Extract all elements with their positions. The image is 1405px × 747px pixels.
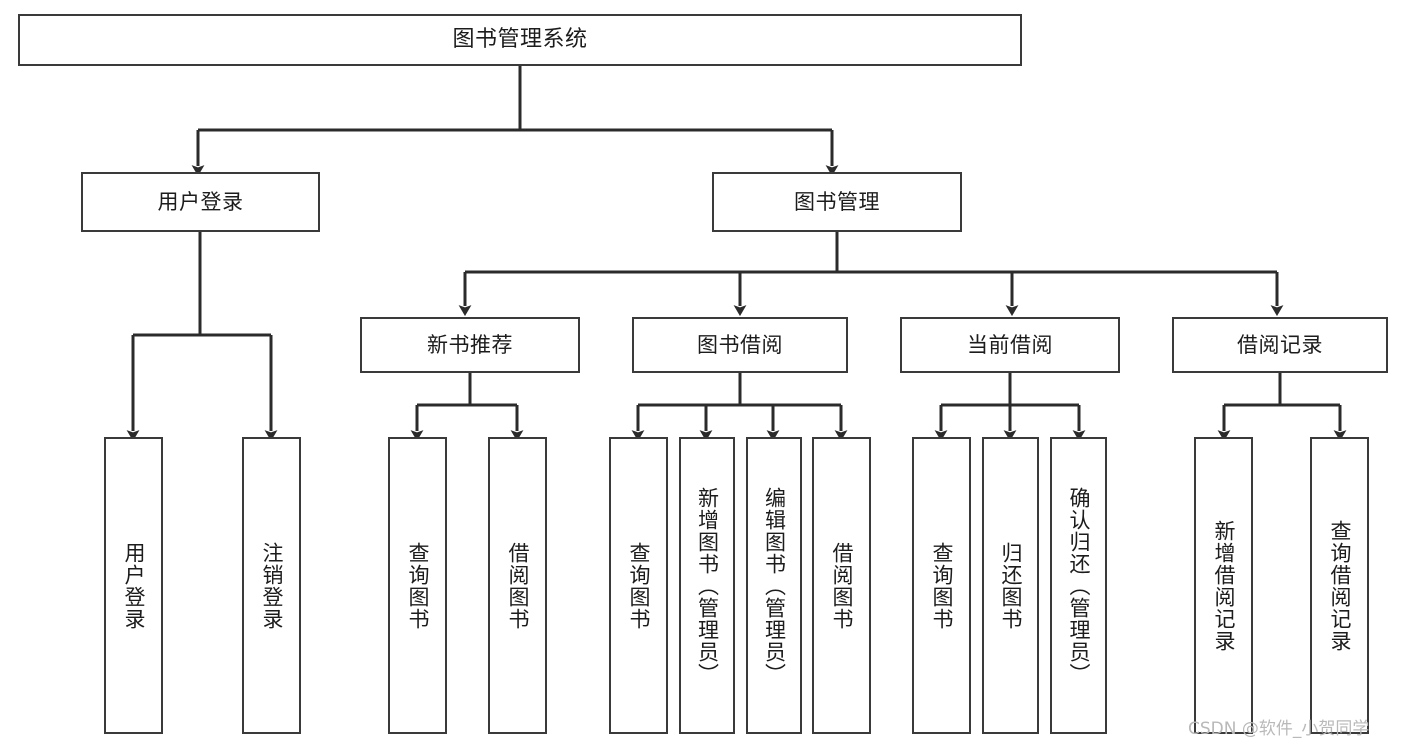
node-leaf-add-borrow-record-label: 新增借阅记录: [1211, 519, 1236, 652]
node-leaf-confirm-return-admin[interactable]: 确认归还（管理员）: [1050, 437, 1107, 734]
node-book-borrow-label: 图书借阅: [697, 332, 783, 357]
node-leaf-add-borrow-record[interactable]: 新增借阅记录: [1194, 437, 1253, 734]
node-user-login-label: 用户登录: [157, 189, 244, 214]
node-leaf-query-book-1-label: 查询图书: [405, 541, 430, 630]
node-book-management-label: 图书管理: [794, 189, 880, 214]
node-root-label: 图书管理系统: [452, 27, 588, 52]
node-leaf-add-book-admin[interactable]: 新增图书（管理员）: [679, 437, 735, 734]
node-leaf-confirm-return-admin-label: 确认归还（管理员）: [1066, 486, 1091, 685]
node-new-book-recommend-label: 新书推荐: [427, 332, 513, 357]
node-leaf-query-book-3[interactable]: 查询图书: [912, 437, 971, 734]
node-leaf-logout-label: 注销登录: [259, 541, 284, 630]
node-leaf-edit-book-admin[interactable]: 编辑图书（管理员）: [746, 437, 802, 734]
node-leaf-query-book-3-label: 查询图书: [929, 541, 954, 630]
node-current-borrow-label: 当前借阅: [967, 332, 1053, 357]
node-leaf-return-book-label: 归还图书: [998, 541, 1023, 630]
node-book-borrow[interactable]: 图书借阅: [632, 317, 848, 373]
node-user-login[interactable]: 用户登录: [81, 172, 320, 232]
node-borrow-record-label: 借阅记录: [1237, 332, 1323, 357]
node-leaf-query-book-2[interactable]: 查询图书: [609, 437, 668, 734]
node-leaf-query-borrow-record[interactable]: 查询借阅记录: [1310, 437, 1369, 734]
node-leaf-return-book[interactable]: 归还图书: [982, 437, 1039, 734]
node-leaf-borrow-book-1[interactable]: 借阅图书: [488, 437, 547, 734]
node-leaf-user-login[interactable]: 用户登录: [104, 437, 163, 734]
node-current-borrow[interactable]: 当前借阅: [900, 317, 1120, 373]
node-leaf-user-login-label: 用户登录: [121, 541, 146, 630]
node-leaf-query-book-1[interactable]: 查询图书: [388, 437, 447, 734]
watermark-text: CSDN @软件_小贺同学: [1188, 719, 1370, 739]
node-book-management[interactable]: 图书管理: [712, 172, 962, 232]
node-leaf-query-borrow-record-label: 查询借阅记录: [1327, 519, 1352, 652]
node-leaf-add-book-admin-label: 新增图书（管理员）: [695, 486, 720, 685]
node-leaf-logout[interactable]: 注销登录: [242, 437, 301, 734]
node-leaf-borrow-book-2-label: 借阅图书: [829, 541, 854, 630]
node-root[interactable]: 图书管理系统: [18, 14, 1022, 66]
node-leaf-borrow-book-1-label: 借阅图书: [505, 541, 530, 630]
node-leaf-query-book-2-label: 查询图书: [626, 541, 651, 630]
node-borrow-record[interactable]: 借阅记录: [1172, 317, 1388, 373]
node-new-book-recommend[interactable]: 新书推荐: [360, 317, 580, 373]
node-leaf-borrow-book-2[interactable]: 借阅图书: [812, 437, 871, 734]
node-leaf-edit-book-admin-label: 编辑图书（管理员）: [762, 486, 787, 685]
